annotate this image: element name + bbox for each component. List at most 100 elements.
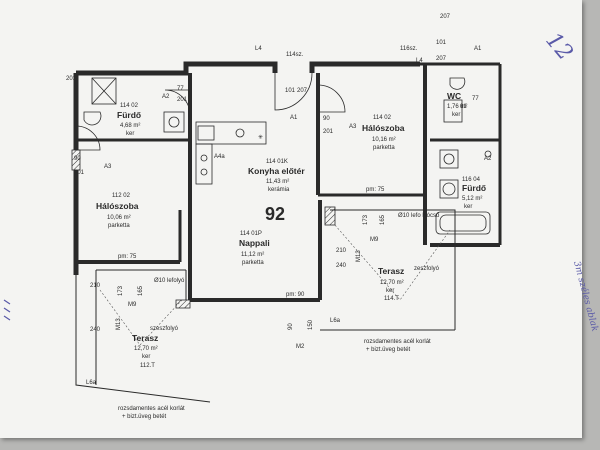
apartment-number: 92 [265, 204, 285, 224]
room-area: 4,68 m² [120, 123, 140, 129]
label-a1-door: A1 [290, 115, 298, 121]
room-name: Fürdő [117, 110, 141, 120]
room-floor: ker [126, 131, 134, 137]
bedroom-left-door-swing [75, 125, 101, 151]
label-77: 77 [177, 86, 184, 92]
washbasin [163, 111, 185, 133]
room-name: Terasz [378, 266, 404, 276]
handwritten-left-mark [3, 299, 11, 321]
room-area: 10,16 m² [372, 137, 396, 143]
room-bath-left: 114 02 Fürdő 4,68 m² ker [117, 103, 141, 137]
drain-mark [484, 150, 492, 158]
room-floor: parketta [373, 145, 395, 151]
label-l4-left: L4 [255, 46, 262, 52]
room-extra: 112.T [140, 363, 155, 369]
room-floor: parketta [108, 223, 130, 229]
room-floor: ker [142, 354, 150, 360]
room-bedroom-right: 114 02 Hálószoba 10,16 m² parketta [362, 115, 405, 151]
washing-machine [439, 179, 459, 199]
room-code: 114 02 [373, 115, 392, 121]
hob-ring [235, 128, 245, 138]
room-floor: ker [386, 288, 394, 294]
dim-210-right: 210 [336, 248, 347, 254]
room-name: Hálószoba [362, 123, 405, 133]
room-area: 11,43 m² [266, 179, 289, 185]
shower-tray [91, 77, 117, 105]
counter-side [195, 143, 213, 185]
dim-165-left: 165 [138, 285, 144, 296]
column-living [175, 299, 191, 309]
label-201-right: 201 [323, 129, 334, 135]
label-116sz: 116sz. [400, 46, 418, 52]
label-spout-right: zeszfolyó [414, 266, 440, 272]
dim-pm75-right: pm: 75 [366, 187, 385, 193]
column-right [324, 206, 336, 226]
label-201-bath: 201 [177, 97, 188, 103]
room-name: Terasz [132, 333, 158, 343]
wc-toilet [449, 77, 466, 90]
terrace-right-outline [330, 209, 456, 330]
dim-210-left: 210 [90, 283, 101, 289]
label-railing-right-1: rozsdamentes acél korlát [364, 339, 431, 345]
dim-240-left: 240 [90, 327, 101, 333]
room-wc: WC 1,76 m² ker [447, 91, 467, 118]
label-drain-left: Ø10 lefolyó [154, 278, 185, 284]
dim-240-right: 240 [336, 263, 347, 269]
label-drain-right: Ø10 lefo lyócső [398, 213, 440, 219]
label-m2: M2 [296, 344, 305, 350]
room-kitchen-hall: 114 01K Konyha előtér 11,43 m² kerámia [248, 159, 305, 193]
left-bath-fixtures [83, 77, 185, 133]
room-code: 112 02 [112, 193, 131, 199]
label-l4-right: L4 [416, 58, 423, 64]
label-m13-right: M13 [356, 250, 362, 262]
label-a3-right: A3 [349, 124, 357, 130]
kitchen-counter [195, 121, 267, 185]
room-area: 12,70 m² [134, 346, 158, 352]
room-name: Fürdő [462, 183, 486, 193]
handwritten-side-note: 3m széles ablak [571, 260, 600, 333]
label-a2-right: A2 [484, 156, 492, 162]
room-area: 10,06 m² [107, 215, 131, 221]
room-area: 11,12 m² [241, 252, 264, 258]
room-name: Hálószoba [96, 201, 139, 211]
label-90-right: 90 [323, 116, 330, 122]
label-l6a-left: L6a [86, 380, 97, 386]
room-floor: kerámia [268, 187, 290, 193]
star-symbol: ✳ [258, 134, 263, 141]
label-a4a: A4a [214, 154, 225, 160]
dim-pm75-left: pm: 75 [118, 254, 137, 260]
label-77-right: 77 [472, 96, 479, 102]
dim-pm90: pm: 90 [286, 292, 305, 298]
room-code: 114 01P [240, 231, 262, 237]
top-wall-right [309, 61, 420, 73]
right-bath-fixtures [435, 77, 492, 235]
label-207-door: 207 [297, 88, 308, 94]
room-name: WC [447, 91, 461, 101]
room-code: 114 02 [120, 103, 139, 109]
label-207-mid: 207 [436, 56, 447, 62]
room-terrace-left: Terasz 12,70 m² ker 112.T [132, 333, 158, 369]
label-201-left: 201 [66, 76, 77, 82]
room-bedroom-left: 112 02 Hálószoba 10,06 m² parketta [96, 193, 139, 229]
bedroom-door-swing [317, 84, 346, 113]
room-code: 116 04 [462, 177, 481, 183]
room-floor: ker [452, 112, 460, 118]
room-living: 92 114 01P Nappali 11,12 m² parketta [239, 204, 285, 266]
top-wall-left [76, 61, 278, 76]
label-101-top: 101 [436, 40, 447, 46]
bath-basin [439, 149, 459, 169]
terrace-left-outline [75, 275, 211, 403]
room-terrace-right: Terasz 12,70 m² ker 114.T [378, 266, 404, 302]
terrace-slopes [99, 224, 451, 346]
label-a3-left: A3 [104, 164, 112, 170]
room-area: 12,70 m² [380, 280, 404, 286]
bath-door-swing [164, 89, 191, 116]
room-area: 5,12 m² [462, 196, 482, 202]
room-bath-right: 116 04 Fürdő 5,12 m² ker [462, 177, 486, 210]
label-101-door: 101 [285, 88, 296, 94]
label-207-top: 207 [440, 14, 451, 20]
label-01-right: 01 [460, 104, 467, 110]
dim-165-right: 165 [380, 214, 386, 225]
